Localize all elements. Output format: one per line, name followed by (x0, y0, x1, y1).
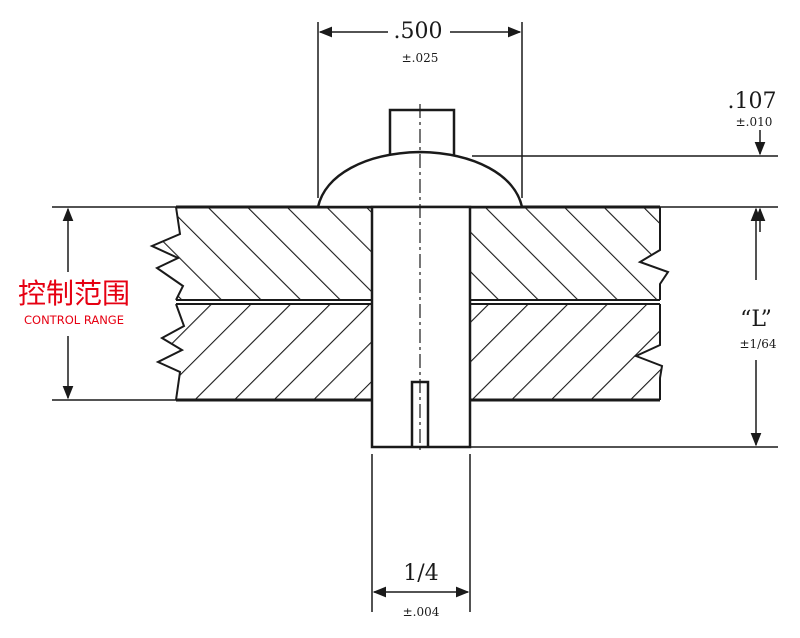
top-plate (149, 205, 670, 301)
length-value: “L” (740, 307, 772, 332)
rivet (316, 104, 524, 452)
length-dimension (470, 207, 778, 448)
head-diameter-tolerance: ±.025 (402, 51, 439, 65)
head-height-tolerance: ±.010 (736, 115, 773, 129)
head-height-value: .107 (728, 89, 777, 114)
shank-diameter-value: 1/4 (403, 561, 438, 586)
shank-diameter-tolerance: ±.004 (403, 605, 440, 619)
head-diameter-value: .500 (394, 19, 443, 44)
rivet-shank (370, 205, 472, 449)
mandrel-stub (388, 108, 456, 158)
control-range-label-en: CONTROL RANGE (24, 313, 124, 327)
shank-diameter-dimension (371, 454, 471, 612)
control-range-label-zh: 控制范围 (18, 277, 130, 310)
control-range-dimension (52, 206, 176, 401)
head-diameter-dimension (317, 22, 523, 198)
length-tolerance: ±1/64 (739, 337, 776, 351)
